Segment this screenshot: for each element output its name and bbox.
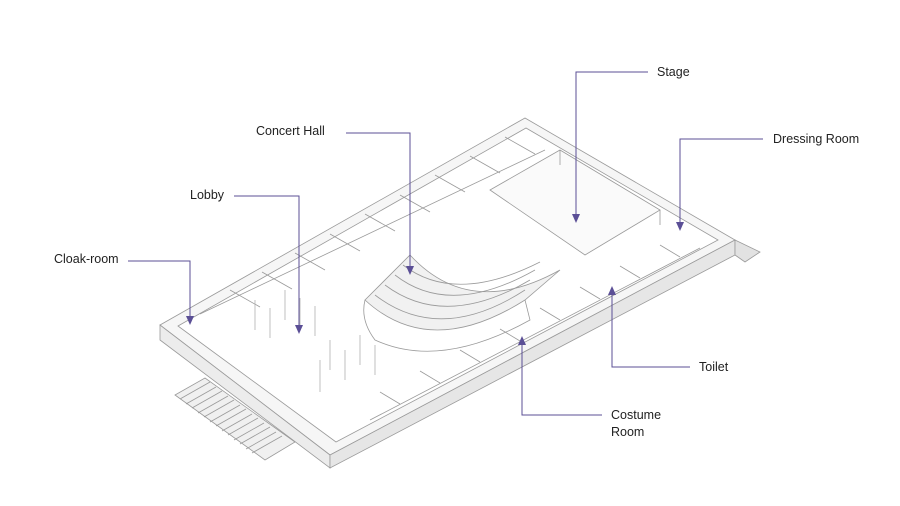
leader-lines: [128, 71, 763, 416]
leader-costume-room: [521, 341, 602, 416]
leader-concert-hall: [346, 132, 411, 270]
label-cloak-room: Cloak-room: [54, 252, 119, 266]
rooms-back-row: [199, 136, 546, 315]
label-lobby: Lobby: [190, 188, 225, 202]
lobby-columns: [254, 290, 376, 392]
label-concert-hall: Concert Hall: [256, 124, 325, 138]
label-stage: Stage: [657, 65, 690, 79]
entrance-steps: [174, 377, 296, 461]
label-dressing-room: Dressing Room: [773, 132, 860, 146]
right-wing-shadow: [734, 239, 761, 263]
leader-lobby: [234, 195, 300, 329]
leader-stage: [575, 71, 648, 218]
leader-toilet: [611, 291, 690, 368]
label-toilet: Toilet: [699, 360, 729, 374]
building-drawing: [159, 117, 761, 469]
rooms-front-row: [369, 244, 701, 421]
label-costume-room: Costume Room: [611, 408, 662, 439]
auditorium-seating: [363, 254, 561, 352]
leader-dressing-room: [679, 138, 763, 226]
stage-area: [489, 149, 661, 256]
leader-cloak-room: [128, 260, 191, 320]
